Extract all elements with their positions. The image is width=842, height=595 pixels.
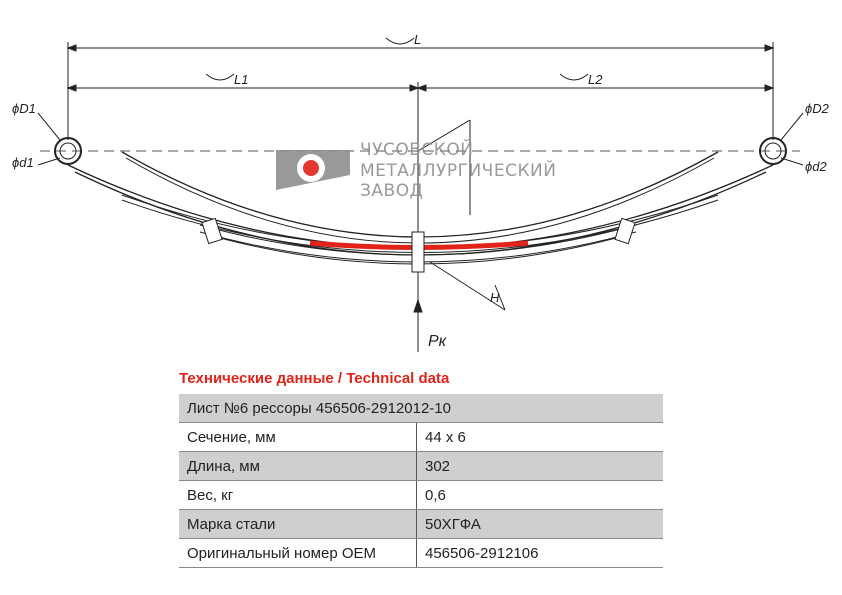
label-L1: L1 [234, 72, 248, 87]
label-D1: ϕD1 [12, 101, 36, 116]
label-D2: ϕD2 [805, 101, 830, 116]
company-logo: ЧУСОВСКОЙ МЕТАЛЛУРГИЧЕСКИЙ ЗАВОД [276, 138, 556, 201]
label-L: L [414, 32, 421, 47]
label-Pk: Рк [428, 333, 448, 350]
label-d2: ϕd2 [805, 159, 827, 174]
label-L2: L2 [588, 72, 603, 87]
label-H: H [490, 290, 500, 305]
leaf-spring-drawing: L L1 L2 ϕD1 ϕd1 ϕD2 ϕd2 H Рк ЧУСОВСКОЙ М… [12, 32, 830, 352]
technical-data-title: Технические данные / Technical data [179, 370, 450, 387]
svg-text:ЧУСОВСКОЙ: ЧУСОВСКОЙ [360, 138, 473, 160]
svg-text:МЕТАЛЛУРГИЧЕСКИЙ: МЕТАЛЛУРГИЧЕСКИЙ [360, 159, 556, 181]
svg-text:ЗАВОД: ЗАВОД [360, 181, 423, 201]
label-d1: ϕd1 [12, 155, 34, 170]
technical-data-table: Лист №6 рессоры 456506-2912012-10 Сечени… [179, 394, 663, 568]
table-header: Лист №6 рессоры 456506-2912012-10 [179, 394, 663, 423]
